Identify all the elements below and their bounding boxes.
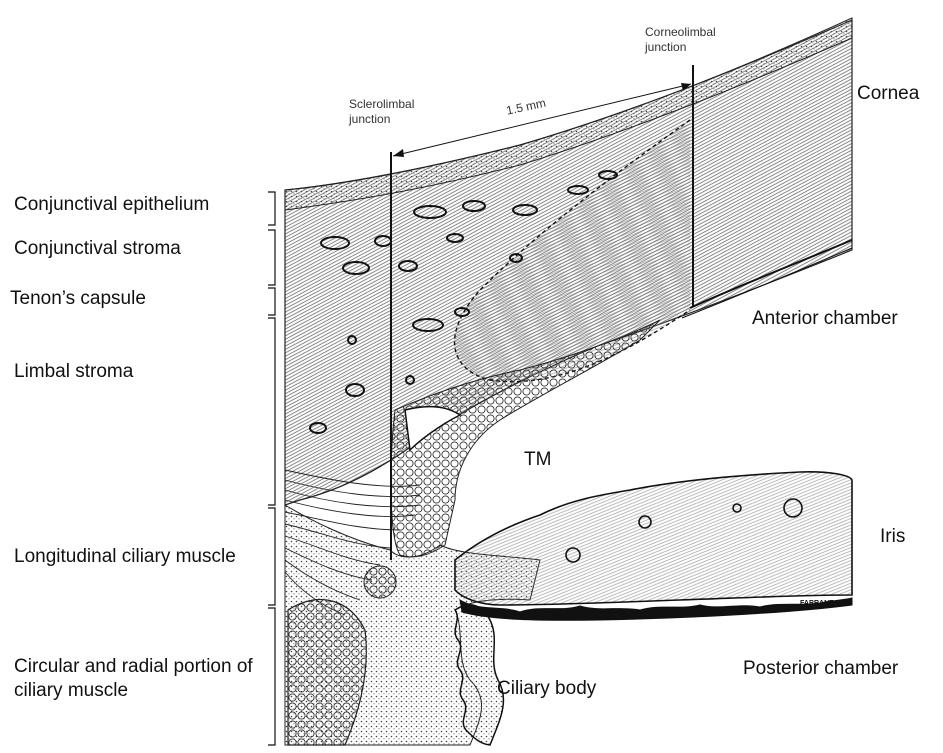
left-brackets	[268, 192, 275, 745]
measurement-arrowhead-left	[393, 149, 404, 157]
iris-region	[455, 472, 852, 605]
label-conjunctival-stroma: Conjunctival stroma	[14, 237, 181, 261]
label-longitudinal-ciliary-muscle: Longitudinal ciliary muscle	[14, 545, 244, 569]
label-posterior-chamber: Posterior chamber	[743, 657, 898, 681]
label-corneolimbal-junction: Corneolimbal junction	[645, 25, 750, 55]
label-limbal-stroma: Limbal stroma	[14, 360, 133, 384]
label-conjunctival-epithelium: Conjunctival epithelium	[14, 193, 209, 217]
artist-signature: FARRANT	[800, 600, 834, 607]
label-anterior-chamber: Anterior chamber	[752, 307, 898, 331]
label-cornea: Cornea	[857, 82, 919, 106]
label-sclerolimbal-junction: Sclerolimbal junction	[349, 97, 444, 127]
label-ciliary-body: Ciliary body	[497, 677, 596, 701]
label-iris: Iris	[880, 525, 905, 549]
label-tm: TM	[524, 448, 551, 472]
label-tenons-capsule: Tenon’s capsule	[10, 287, 146, 311]
label-circular-radial-ciliary-muscle: Circular and radial portion of ciliary m…	[14, 655, 269, 703]
